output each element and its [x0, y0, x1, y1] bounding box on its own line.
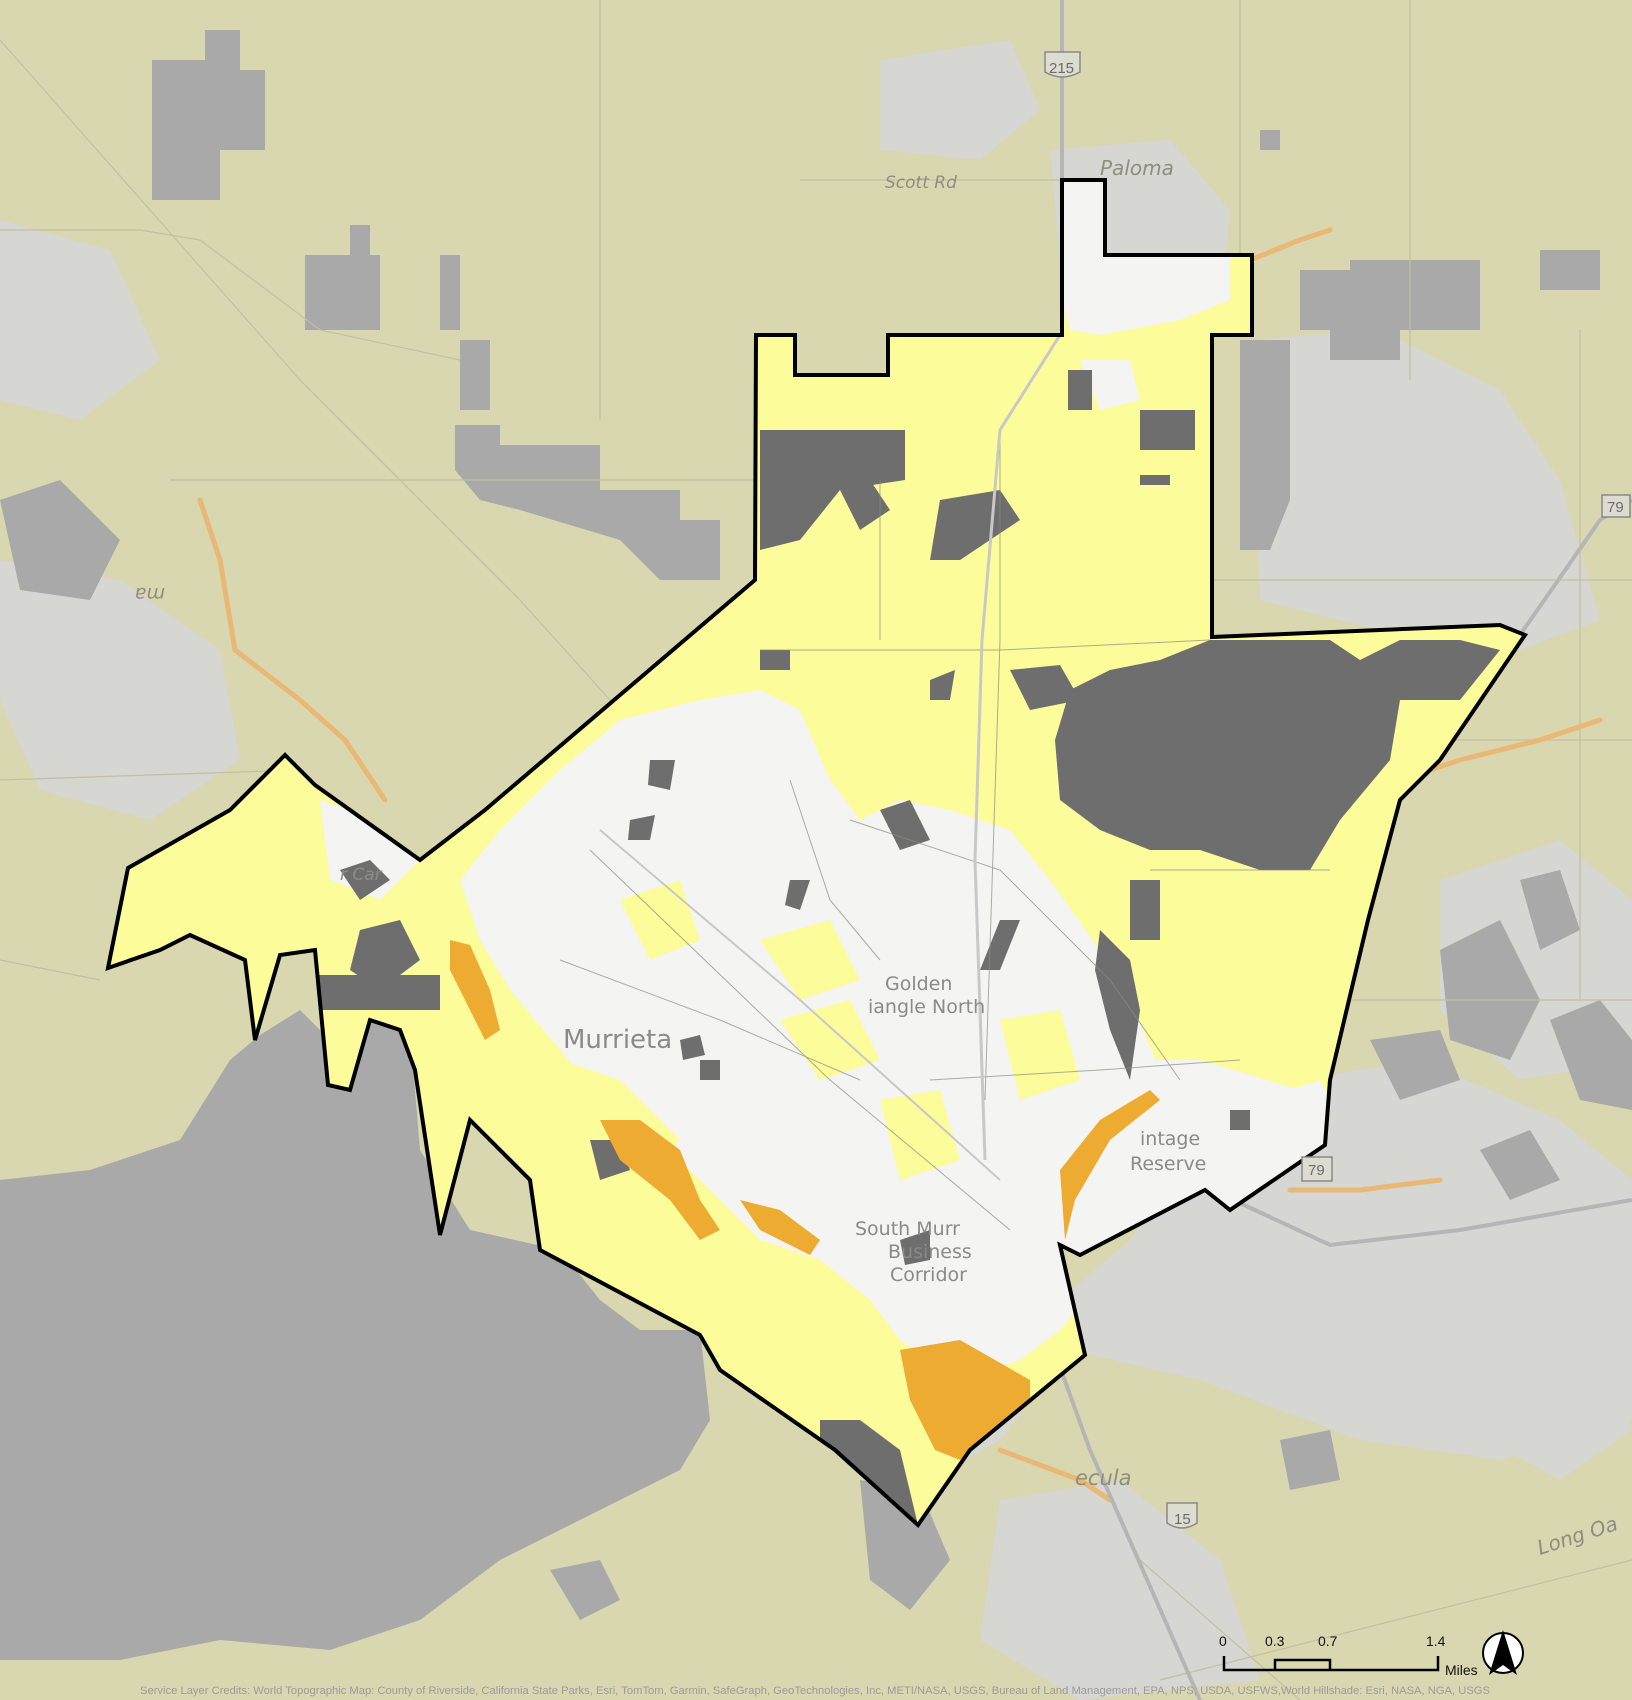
place-label-lake: r Car [340, 865, 383, 885]
place-label-south-3: Corridor [890, 1264, 967, 1286]
scale-unit: Miles [1445, 1662, 1478, 1678]
place-label-paloma: Paloma [1100, 156, 1174, 180]
scale-bar: 0 0.3 0.7 1.4 Miles [1219, 1633, 1478, 1678]
svg-text:79: 79 [1607, 499, 1624, 516]
place-label-murrieta: Murrieta [563, 1025, 672, 1055]
place-label-south-2: Business [888, 1241, 972, 1263]
shield-sr79-north: 79 [1601, 494, 1631, 518]
place-label-wildomar: ma [135, 583, 165, 605]
regional-creek [197, 227, 1603, 1503]
road-label-scott-rd: Scott Rd [885, 173, 957, 193]
public-lands [0, 30, 1632, 1660]
svg-text:15: 15 [1174, 1511, 1191, 1528]
shield-i15: 15 [1166, 1502, 1198, 1529]
shield-sr79-south: 79 [1301, 1156, 1333, 1182]
north-arrow-icon [1482, 1630, 1524, 1675]
map-credits: Service Layer Credits: World Topographic… [140, 1685, 1490, 1697]
place-label-south-1: South Murr [855, 1218, 960, 1240]
city-boundary [105, 178, 1529, 1529]
place-label-vintage-2: Reserve [1130, 1153, 1206, 1175]
svg-text:215: 215 [1049, 60, 1074, 77]
scale-tick-2: 0.7 [1318, 1633, 1338, 1649]
scale-tick-1: 0.3 [1265, 1633, 1285, 1649]
place-label-temecula: ecula [1075, 1466, 1131, 1490]
svg-text:79: 79 [1308, 1162, 1325, 1179]
place-label-vintage-1: intage [1140, 1128, 1200, 1150]
place-label-golden-1: Golden [885, 973, 952, 995]
scale-tick-0: 0 [1219, 1633, 1227, 1649]
urban-areas [0, 40, 1632, 1700]
scale-tick-3: 1.4 [1426, 1633, 1446, 1649]
place-label-golden-2: iangle North [868, 996, 985, 1018]
shield-i215: 215 [1044, 51, 1081, 78]
